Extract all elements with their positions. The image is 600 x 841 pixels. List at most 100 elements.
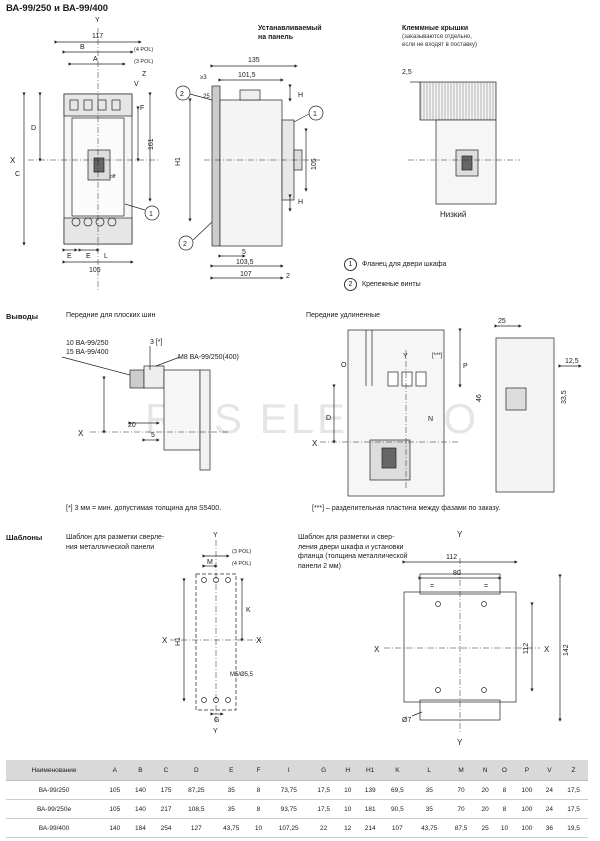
table-header-cell: C [153, 760, 179, 781]
svg-text:X: X [374, 645, 380, 654]
table-header-cell: M [446, 760, 476, 781]
svg-text:1: 1 [149, 211, 153, 218]
table-cell: 35 [411, 780, 447, 800]
page-title: ВА-99/250 и ВА-99/400 [6, 3, 109, 14]
legend: 1 Фланец для двери шкафа 2 Крепежные вин… [344, 258, 446, 291]
table-cell: 10 [248, 818, 269, 838]
legend-text: Крепежные винты [362, 281, 421, 288]
svg-text:2: 2 [180, 91, 184, 98]
dimensions-table: Наименование A B C D E F I G H H1 K L M … [6, 760, 588, 838]
terminal-cover-view [408, 81, 520, 205]
svg-text:112: 112 [523, 643, 530, 654]
table-cell: 87,5 [446, 818, 476, 838]
svg-text:H: H [298, 199, 303, 206]
table-header-cell: Наименование [6, 760, 102, 781]
svg-text:C: C [15, 171, 20, 178]
svg-text:33,5: 33,5 [561, 390, 568, 404]
template-panel-drawing [170, 540, 262, 724]
svg-text:25: 25 [498, 318, 506, 325]
svg-text:B: B [80, 44, 85, 51]
svg-text:M8 ВА-99/250(400): M8 ВА-99/250(400) [178, 354, 239, 361]
svg-text:Y: Y [457, 738, 463, 747]
svg-text:20: 20 [128, 422, 136, 429]
table-cell: 10 [494, 818, 515, 838]
front-extended-caption: Передние удлиненные [306, 312, 381, 319]
legend-number: 1 [344, 258, 357, 271]
table-cell: 108,5 [178, 799, 214, 819]
flat-busbar-view [61, 346, 230, 471]
table-cell: 70 [446, 799, 476, 819]
svg-text:X: X [312, 439, 318, 448]
table-cell: 87,25 [178, 780, 214, 800]
table-header-cell: L [411, 760, 447, 781]
template-panel-caption: Шаблон для разметки сверле- ния металлич… [66, 534, 165, 551]
side-view [175, 64, 324, 280]
low-caption: Низкий [440, 210, 467, 219]
front-view [22, 28, 160, 290]
svg-text:(4 POL): (4 POL) [134, 47, 153, 53]
table-cell: 93,75 [268, 799, 310, 819]
table-cell: 73,75 [268, 780, 310, 800]
svg-text:D: D [31, 125, 36, 132]
svg-text:25: 25 [203, 94, 210, 100]
table-cell: 217 [153, 799, 179, 819]
svg-text:10 ВА-99/250: 10 ВА-99/250 [66, 340, 109, 347]
svg-text:=: = [484, 583, 488, 590]
svg-text:Y: Y [213, 532, 218, 539]
template-door-caption: Шаблон для разметки и свер- ления двери … [298, 534, 408, 570]
table-cell: 90,5 [383, 799, 412, 819]
table-header-cell: Z [559, 760, 588, 781]
svg-text:O: O [341, 362, 347, 369]
table-cell: 10 [338, 780, 358, 800]
svg-text:Y: Y [213, 728, 218, 735]
table-cell: 10 [338, 799, 358, 819]
table-header-cell: K [383, 760, 412, 781]
table-cell: 43,75 [213, 818, 249, 838]
svg-text:142: 142 [563, 644, 570, 656]
svg-text:D: D [326, 415, 331, 422]
svg-text:2: 2 [286, 273, 290, 280]
table-cell: 107,25 [268, 818, 310, 838]
table-cell: 140 [102, 818, 128, 838]
table-cell: 105 [102, 799, 128, 819]
table-cell: 36 [539, 818, 560, 838]
svg-text:(3 POL): (3 POL) [134, 59, 153, 65]
table-header-cell: P [514, 760, 540, 781]
table-cell: 12 [338, 818, 358, 838]
svg-text:(3 POL): (3 POL) [232, 549, 251, 555]
legend-item: 1 Фланец для двери шкафа [344, 258, 446, 271]
table-cell: 22 [309, 818, 339, 838]
table-header-cell: H1 [357, 760, 383, 781]
table-header-cell: I [268, 760, 310, 781]
front-flat-caption: Передние для плоских шин [66, 312, 156, 319]
legend-number: 2 [344, 278, 357, 291]
table-header-cell: B [127, 760, 154, 781]
svg-text:1: 1 [313, 111, 317, 118]
table-header-cell: N [475, 760, 495, 781]
table-cell: 24 [539, 780, 560, 800]
table-cell: 24 [539, 799, 560, 819]
svg-text:15 ВА-99/400: 15 ВА-99/400 [66, 349, 109, 356]
table-cell: 184 [127, 818, 154, 838]
table-row-name: ВА-99/250е [6, 799, 102, 819]
table-cell: 69,5 [383, 780, 412, 800]
table-cell: 25 [475, 818, 495, 838]
svg-text:105: 105 [311, 158, 318, 170]
table-cell: 100 [514, 818, 540, 838]
outputs-section-title: Выводы [6, 312, 38, 321]
legend-item: 2 Крепежные винты [344, 278, 446, 291]
svg-text:135: 135 [248, 57, 260, 64]
note-min-thickness: [*] 3 мм = мин. допустимая толщина для S… [66, 505, 222, 512]
svg-text:N: N [428, 416, 433, 423]
table-cell: 35 [213, 799, 249, 819]
table-cell: 8 [494, 799, 515, 819]
svg-text:X: X [256, 636, 262, 645]
svg-text:G: G [214, 717, 219, 724]
table-header-row: Наименование A B C D E F I G H H1 K L M … [6, 760, 588, 781]
templates-section-title: Шаблоны [6, 533, 43, 542]
table-cell: 175 [153, 780, 179, 800]
